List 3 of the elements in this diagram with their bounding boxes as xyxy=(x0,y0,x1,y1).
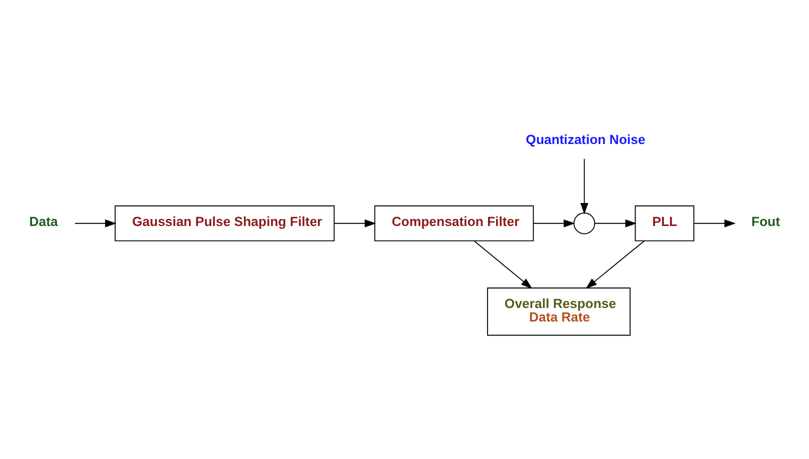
node-text: Data xyxy=(29,214,58,229)
node-text: Quantization Noise xyxy=(526,132,646,147)
node-text: Fout xyxy=(751,214,780,229)
